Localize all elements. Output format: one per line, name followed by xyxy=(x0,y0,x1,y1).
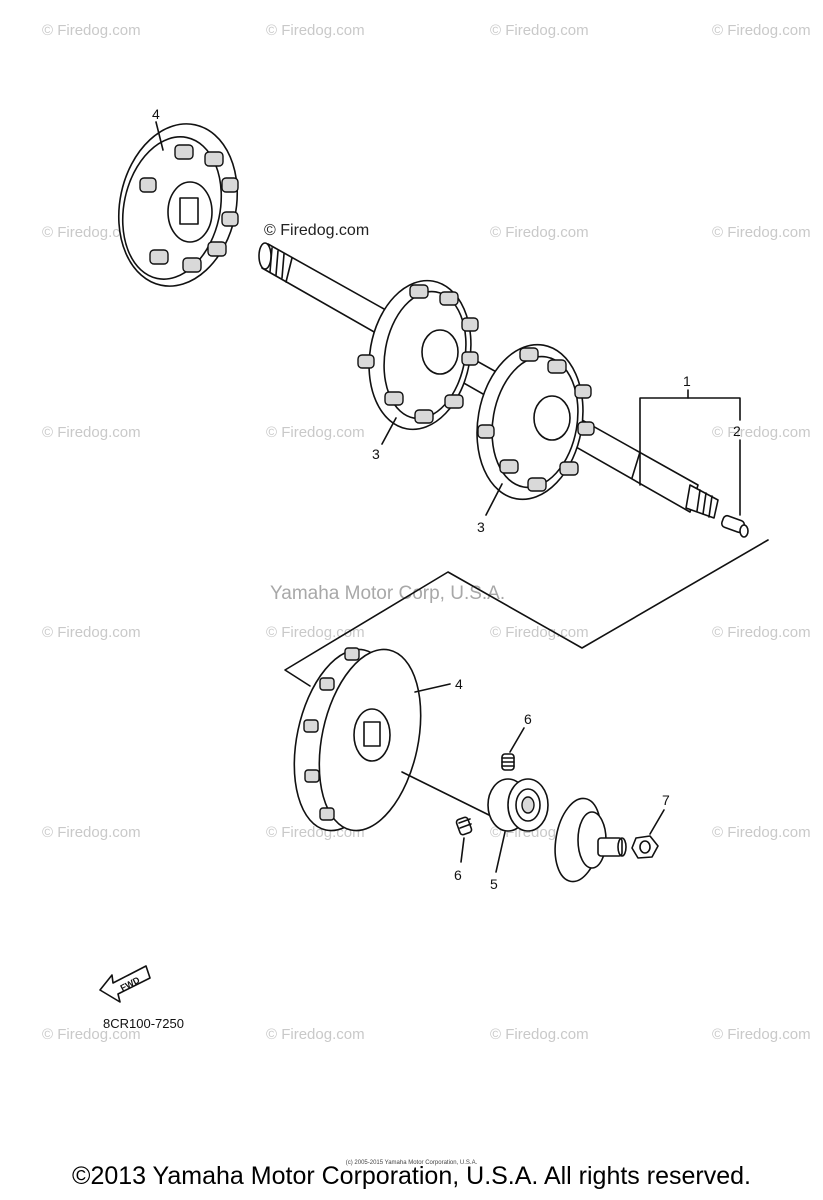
plug-2 xyxy=(720,514,749,538)
callout-7: 7 xyxy=(662,792,670,808)
watermark: © Firedog.com xyxy=(266,22,365,39)
wheel-4-bottom xyxy=(293,647,422,832)
sprocket-3-right xyxy=(476,343,595,501)
watermark: © Firedog.com xyxy=(712,624,811,641)
callout-4-bottom: 4 xyxy=(455,676,463,692)
watermark: © Firedog.com xyxy=(712,22,811,39)
footer-small-copyright: (c) 2005-2015 Yamaha Motor Corporation, … xyxy=(345,1160,478,1166)
set-screw-6-top xyxy=(501,753,515,771)
fwd-arrow-icon: FWD xyxy=(99,965,151,1003)
callout-6-top: 6 xyxy=(524,711,532,727)
callout-3-right: 3 xyxy=(477,519,485,535)
watermark: © Firedog.com xyxy=(42,22,141,39)
callout-bracket-1-2 xyxy=(639,389,741,516)
watermark: © Firedog.com xyxy=(42,624,141,641)
hub-flange xyxy=(554,797,627,883)
watermark: © Firedog.com xyxy=(42,1026,141,1043)
callout-4-top: 4 xyxy=(152,106,160,122)
nut-7 xyxy=(631,835,659,859)
watermark: © Firedog.com xyxy=(712,824,811,841)
bearing-5 xyxy=(487,778,549,832)
footer-copyright: ©2013 Yamaha Motor Corporation, U.S.A. A… xyxy=(72,1162,751,1190)
set-screw-6-left xyxy=(455,816,473,836)
watermark: © Firedog.com xyxy=(42,224,141,241)
watermark: © Firedog.com xyxy=(712,424,811,441)
watermark: © Firedog.com xyxy=(266,1026,365,1043)
watermark: © Firedog.com xyxy=(490,624,589,641)
watermark: © Firedog.com xyxy=(490,1026,589,1043)
watermark: © Firedog.com xyxy=(42,424,141,441)
callout-2: 2 xyxy=(733,423,741,439)
watermark: © Firedog.com xyxy=(712,224,811,241)
watermark: © Firedog.com xyxy=(266,424,365,441)
callout-5: 5 xyxy=(490,876,498,892)
diagram-code: 8CR100-7250 xyxy=(103,1016,184,1031)
sprocket-3-left xyxy=(357,279,479,431)
yamaha-watermark: Yamaha Motor Corp, U.S.A. xyxy=(270,583,506,604)
firedog-watermark-dark: © Firedog.com xyxy=(264,222,370,239)
callout-3-left: 3 xyxy=(372,446,380,462)
callout-6-left: 6 xyxy=(454,867,462,883)
watermark: © Firedog.com xyxy=(42,824,141,841)
callout-1: 1 xyxy=(683,373,691,389)
watermark: © Firedog.com xyxy=(490,224,589,241)
sprocket-4-top xyxy=(117,123,239,287)
watermark: © Firedog.com xyxy=(712,1026,811,1043)
watermark: © Firedog.com xyxy=(490,22,589,39)
